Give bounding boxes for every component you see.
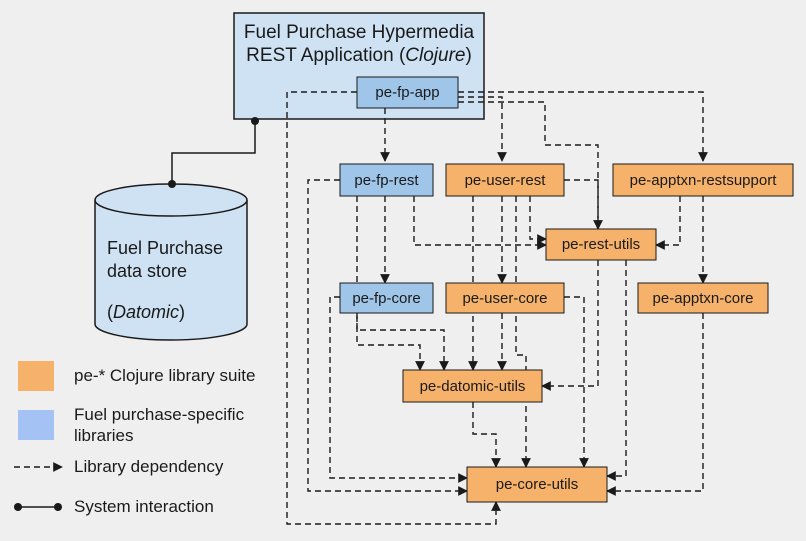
datastore-technology: Datomic xyxy=(113,302,180,322)
system-interaction-line xyxy=(171,121,256,184)
legend-orange-label: pe-* Clojure library suite xyxy=(74,366,256,385)
node-pe-apptxn-core-box xyxy=(637,282,769,314)
datastore-line3-prefix: ( xyxy=(107,302,113,322)
datastore-cylinder xyxy=(94,183,248,341)
legend-blue-label-line2: libraries xyxy=(74,426,134,445)
node-pe-user-rest-box xyxy=(445,163,565,197)
legend-interaction-label: System interaction xyxy=(74,497,214,516)
node-pe-fp-rest-box xyxy=(339,163,434,197)
app-title-line2-suffix: ) xyxy=(465,45,472,66)
dependency-arrows xyxy=(286,91,708,525)
app-title-line1: Fuel Purchase Hypermedia xyxy=(243,22,475,43)
node-pe-user-core: pe-user-core xyxy=(462,289,548,307)
legend-orange-swatch xyxy=(18,361,54,391)
app-title-line2: REST Application (Clojure) xyxy=(234,45,484,67)
node-pe-user-core-box xyxy=(445,282,565,314)
node-pe-fp-core-box xyxy=(339,282,434,314)
app-title-language: Clojure xyxy=(405,45,466,66)
node-pe-rest-utils: pe-rest-utils xyxy=(561,236,641,253)
node-pe-datomic-utils-box xyxy=(402,369,543,403)
datastore-line1: Fuel Purchase xyxy=(107,238,224,258)
legend-blue-swatch xyxy=(18,410,54,440)
node-pe-apptxn-core: pe-apptxn-core xyxy=(652,289,754,307)
node-pe-datomic-utils: pe-datomic-utils xyxy=(419,377,526,395)
node-pe-fp-app: pe-fp-app xyxy=(375,84,440,101)
datastore-line3-suffix: ) xyxy=(179,302,186,322)
legend-blue-label-line1: Fuel purchase-specific xyxy=(74,405,245,424)
node-pe-apptxn-restsupport: pe-apptxn-restsupport xyxy=(629,171,777,189)
node-pe-fp-rest: pe-fp-rest xyxy=(354,171,419,189)
node-pe-fp-core: pe-fp-core xyxy=(352,289,421,307)
node-pe-user-rest: pe-user-rest xyxy=(464,171,546,189)
node-pe-apptxn-restsupport-box xyxy=(612,163,794,197)
node-pe-fp-app-box xyxy=(356,76,459,109)
datastore-line3: (Datomic) xyxy=(107,302,185,323)
node-pe-rest-utils-box xyxy=(545,228,657,261)
app-title-line2-prefix: REST Application ( xyxy=(246,45,406,66)
datastore-line2: data store xyxy=(107,261,188,281)
legend-dependency-label: Library dependency xyxy=(74,457,224,476)
node-pe-core-utils: pe-core-utils xyxy=(495,476,579,493)
node-pe-core-utils-box xyxy=(466,466,608,503)
